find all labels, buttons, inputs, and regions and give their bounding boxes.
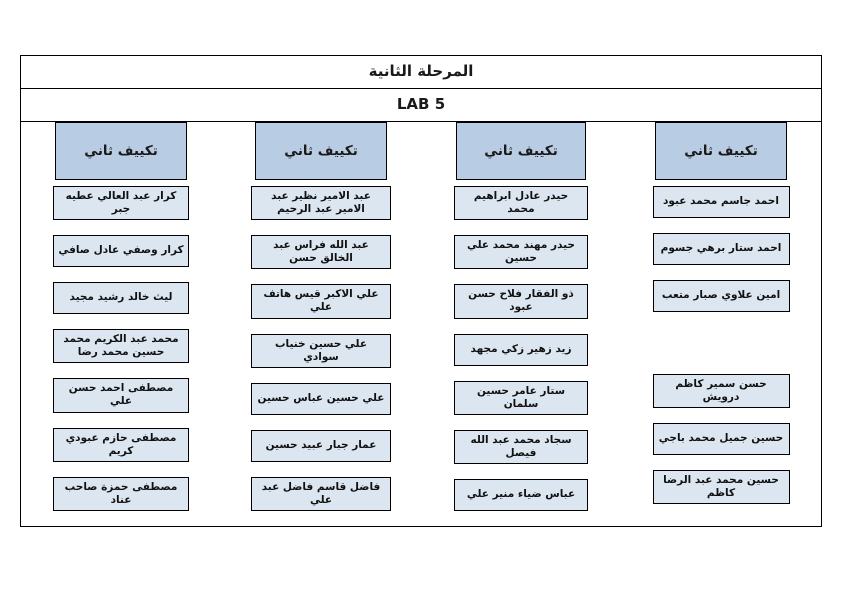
lab-label: LAB 5 <box>396 95 446 114</box>
student-cell[interactable]: احمد جاسم محمد عبود <box>652 185 790 218</box>
page-title: المرحلة الثانية <box>368 62 474 81</box>
column-cells-2: حيدر عادل ابراهيم محمد حيدر مهند محمد عل… <box>421 180 621 526</box>
roster-column-4: تكييف ثاني كرار عبد العالي عطيه جبر كرار… <box>21 121 221 526</box>
student-cell[interactable]: ذو الفقار فلاح حسن عبود <box>454 284 588 319</box>
student-cell[interactable]: حيدر مهند محمد علي حسين <box>454 235 588 270</box>
student-cell[interactable]: كرار عبد العالي عطيه جبر <box>53 185 189 220</box>
roster-column-3: تكييف ثاني عبد الامير نظير عبد الامير عب… <box>221 121 421 526</box>
student-cell[interactable]: مصطفى حازم عبودي كريم <box>53 427 189 462</box>
student-cell[interactable]: امين علاوي صبار متعب <box>652 279 790 312</box>
column-cells-1: احمد جاسم محمد عبود احمد ستار برهي جسوم … <box>621 180 821 520</box>
student-cell[interactable]: علي حسين خنياب سوادي <box>251 333 391 368</box>
student-cell[interactable]: علي الاكبر قيس هاتف علي <box>251 284 391 319</box>
student-cell[interactable]: حسين جميل محمد باجي <box>652 423 790 455</box>
student-cell-empty <box>653 327 790 359</box>
roster-column-2: تكييف ثاني حيدر عادل ابراهيم محمد حيدر م… <box>421 121 621 526</box>
student-cell[interactable]: محمد عبد الكريم محمد حسين محمد رضا <box>53 329 189 364</box>
student-cell[interactable]: فاضل قاسم فاضل عبد علي <box>251 476 391 511</box>
table-subtitle-row: LAB 5 <box>21 88 821 122</box>
student-cell[interactable]: عبد الامير نظير عبد الامير عبد الرحيم <box>251 185 391 220</box>
student-cell[interactable]: مصطفى حمزة صاحب عناد <box>53 476 189 511</box>
student-cell[interactable]: احمد ستار برهي جسوم <box>652 232 790 265</box>
columns-container: تكييف ثاني احمد جاسم محمد عبود احمد ستار… <box>21 121 821 526</box>
column-cells-4: كرار عبد العالي عطيه جبر كرار وصفي عادل … <box>21 180 221 526</box>
student-cell[interactable]: كرار وصفي عادل صافي <box>53 235 189 267</box>
student-cell[interactable]: سجاد محمد عبد الله فيصل <box>454 429 588 464</box>
student-cell[interactable]: ستار عامر حسين سلمان <box>454 380 588 415</box>
student-cell[interactable]: عباس ضياء منير علي <box>454 479 588 511</box>
student-cell[interactable]: عبد الله فراس عبد الخالق حسن <box>251 235 391 270</box>
student-cell[interactable]: حيدر عادل ابراهيم محمد <box>454 185 588 220</box>
student-cell[interactable]: حسن سمير كاظم درويش <box>652 373 790 408</box>
student-cell[interactable]: علي حسين عباس حسين <box>251 382 391 415</box>
table-title-row: المرحلة الثانية <box>21 56 821 89</box>
student-cell[interactable]: حسين محمد عبد الرضا كاظم <box>652 470 790 505</box>
student-cell[interactable]: زيد زهير زكي مجهد <box>454 333 588 366</box>
student-cell[interactable]: عمار جبار عبيد حسين <box>251 429 391 462</box>
column-cells-3: عبد الامير نظير عبد الامير عبد الرحيم عب… <box>221 180 421 526</box>
column-header-2: تكييف ثاني <box>456 121 586 180</box>
student-cell[interactable]: مصطفى احمد حسن علي <box>53 378 189 413</box>
roster-column-1: تكييف ثاني احمد جاسم محمد عبود احمد ستار… <box>621 121 821 520</box>
roster-table: المرحلة الثانية LAB 5 تكييف ثاني احمد جا… <box>20 55 822 527</box>
student-cell[interactable]: ليث خالد رشيد مجيد <box>53 282 189 314</box>
column-header-3: تكييف ثاني <box>255 121 387 180</box>
column-header-4: تكييف ثاني <box>55 121 187 180</box>
column-header-1: تكييف ثاني <box>655 121 787 180</box>
